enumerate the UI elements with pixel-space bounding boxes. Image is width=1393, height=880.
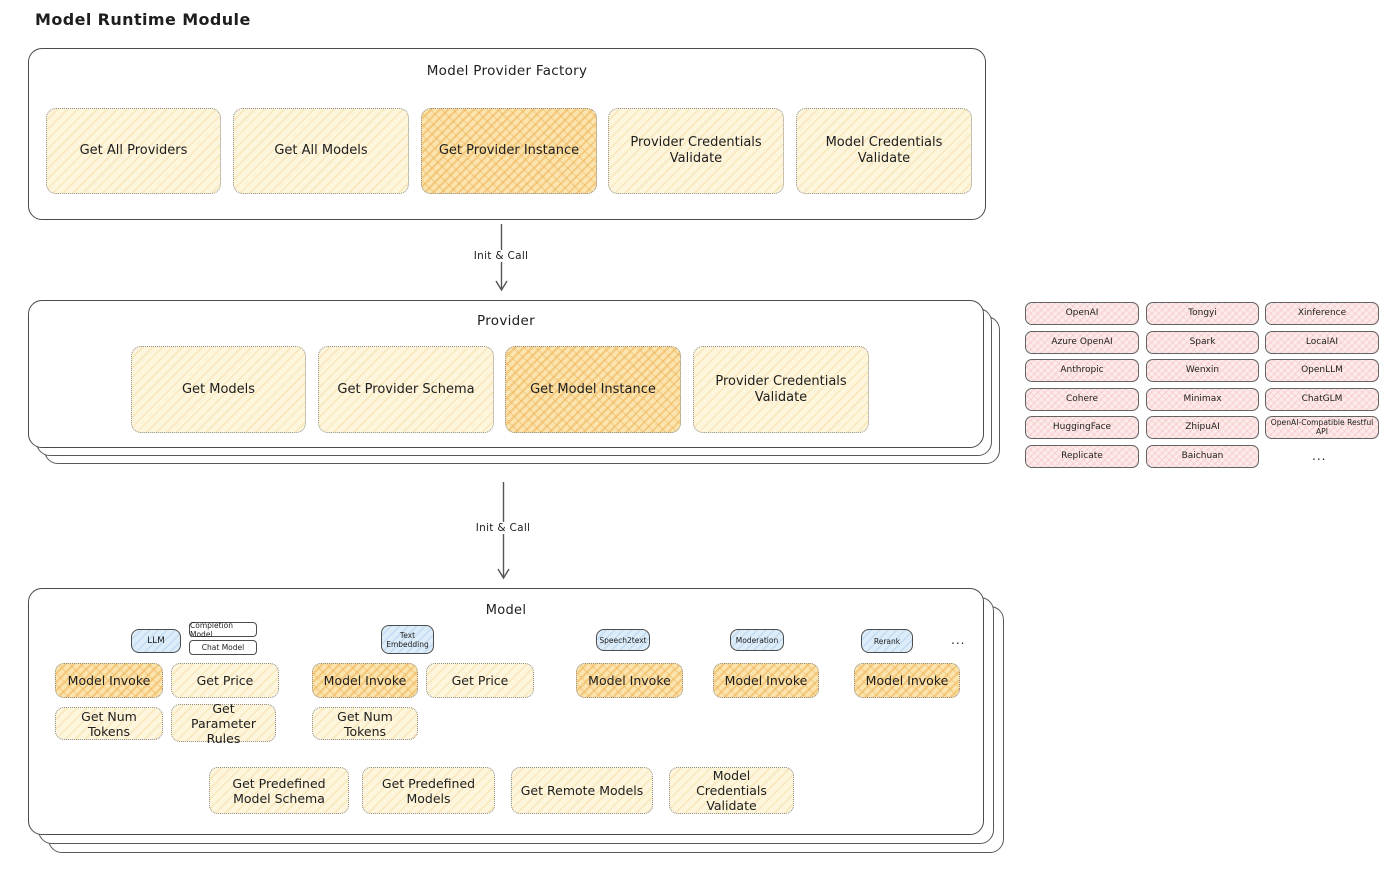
tag-completion-model: Completion Model: [189, 621, 257, 639]
model-btn-invoke-moderation: Model Invoke: [713, 663, 819, 698]
model-btn-get-num-tokens-embedding: Get Num Tokens: [312, 707, 418, 740]
provider-title: Provider: [477, 313, 535, 329]
model-btn-get-remote-models: Get Remote Models: [511, 767, 653, 814]
provider-item-azure-openai: Azure OpenAI: [1025, 331, 1139, 354]
provider-item-huggingface: HuggingFace: [1025, 416, 1139, 439]
provider-item-localai: LocalAI: [1265, 331, 1379, 354]
model-card: Model LLM Completion Model Chat Model Te…: [28, 588, 984, 835]
provider-item-openai: OpenAI: [1025, 302, 1139, 325]
provider-item-baichuan: Baichuan: [1146, 445, 1259, 468]
provider-btn-get-model-instance: Get Model Instance: [505, 346, 681, 433]
tag-speech2text: Speech2text: [596, 629, 650, 651]
model-btn-get-parameter-rules: Get Parameter Rules: [171, 701, 276, 746]
provider-item-anthropic: Anthropic: [1025, 359, 1139, 382]
provider-item-wenxin: Wenxin: [1146, 359, 1259, 382]
provider-btn-get-models: Get Models: [131, 346, 306, 433]
model-title: Model: [485, 603, 527, 618]
tag-text-embedding: Text Embedding: [381, 625, 434, 654]
provider-item-tongyi: Tongyi: [1146, 302, 1259, 325]
provider-item-chatglm: ChatGLM: [1265, 388, 1379, 411]
model-btn-invoke-embedding: Model Invoke: [312, 663, 418, 698]
model-btn-get-predefined-model-schema: Get Predefined Model Schema: [209, 767, 349, 814]
tag-rerank: Rerank: [861, 629, 913, 653]
factory-btn-get-all-providers: Get All Providers: [46, 108, 221, 194]
model-btn-invoke-speech2text: Model Invoke: [576, 663, 683, 698]
provider-item-spark: Spark: [1146, 331, 1259, 354]
provider-item-zhipuai: ZhipuAI: [1146, 416, 1259, 439]
factory-btn-model-credentials-validate: Model Credentials Validate: [796, 108, 972, 194]
factory-btn-get-all-models: Get All Models: [233, 108, 409, 194]
provider-card: Provider Get Models Get Provider Schema …: [28, 300, 984, 448]
tag-llm: LLM: [131, 629, 181, 653]
model-tags-ellipsis: ...: [951, 633, 966, 647]
provider-btn-get-provider-schema: Get Provider Schema: [318, 346, 494, 433]
tag-moderation: Moderation: [730, 629, 784, 651]
model-btn-get-price-embedding: Get Price: [426, 663, 534, 698]
model-btn-get-predefined-models: Get Predefined Models: [362, 767, 495, 814]
model-btn-invoke-rerank: Model Invoke: [854, 663, 960, 698]
provider-item-xinference: Xinference: [1265, 302, 1379, 325]
tag-chat-model: Chat Model: [189, 640, 257, 655]
provider-item-cohere: Cohere: [1025, 388, 1139, 411]
page-title: Model Runtime Module: [35, 10, 251, 29]
factory-btn-provider-credentials-validate: Provider Credentials Validate: [608, 108, 784, 194]
factory-card: Model Provider Factory Get All Providers…: [28, 48, 986, 220]
model-btn-get-price-llm: Get Price: [171, 663, 279, 698]
model-btn-model-credentials-validate: Model Credentials Validate: [669, 767, 794, 814]
provider-item-openai-compatible: OpenAI-Compatible Restful API: [1265, 416, 1379, 439]
provider-item-openllm: OpenLLM: [1265, 359, 1379, 382]
factory-title: Model Provider Factory: [426, 63, 588, 79]
model-btn-get-num-tokens-llm: Get Num Tokens: [55, 707, 163, 740]
factory-btn-get-provider-instance: Get Provider Instance: [421, 108, 597, 194]
provider-btn-provider-credentials-validate: Provider Credentials Validate: [693, 346, 869, 433]
model-btn-invoke-llm: Model Invoke: [55, 663, 163, 698]
provider-item-replicate: Replicate: [1025, 445, 1139, 468]
arrow-label-init-call-1: Init & Call: [469, 250, 533, 262]
provider-list-ellipsis: ...: [1312, 449, 1327, 463]
arrow-label-init-call-2: Init & Call: [471, 522, 535, 534]
provider-item-minimax: Minimax: [1146, 388, 1259, 411]
